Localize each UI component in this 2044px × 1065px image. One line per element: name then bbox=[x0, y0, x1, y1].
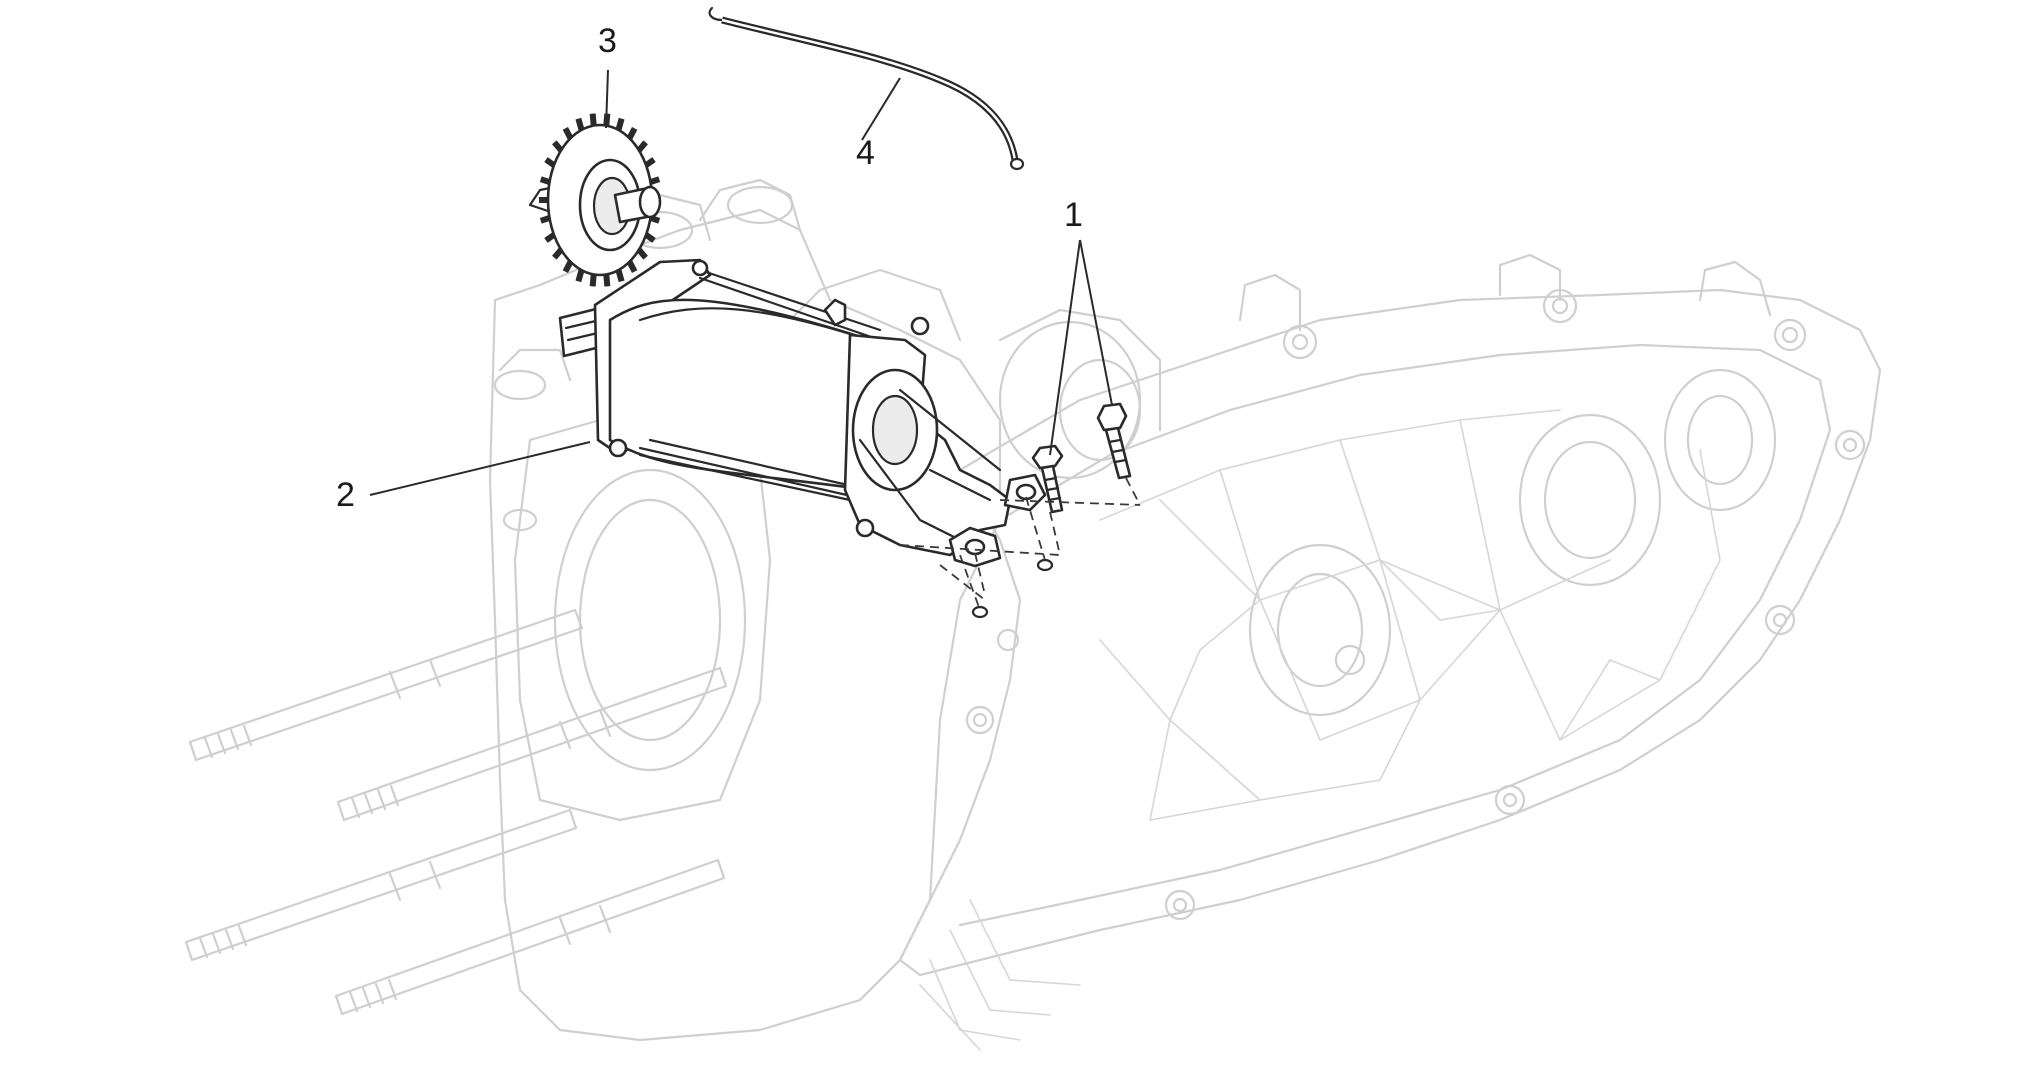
callout-leaders bbox=[369, 69, 1113, 496]
fixing-screws bbox=[1031, 402, 1132, 514]
callout-2: 2 bbox=[336, 476, 355, 514]
gear-tooth bbox=[644, 232, 656, 243]
gear-tooth bbox=[644, 157, 656, 168]
callout-1: 1 bbox=[1064, 196, 1083, 234]
gear-tooth bbox=[626, 260, 638, 273]
callout-3: 3 bbox=[598, 22, 617, 60]
gear-tooth bbox=[544, 157, 556, 168]
starter-cable bbox=[708, 6, 1025, 171]
gear-tooth bbox=[626, 127, 638, 140]
callout-4: 4 bbox=[856, 134, 875, 172]
gear-tooth bbox=[539, 215, 551, 224]
gear-tooth bbox=[589, 274, 597, 287]
gear-tooth bbox=[552, 140, 564, 153]
crankcase-housing bbox=[488, 178, 1882, 1051]
starter-motor bbox=[558, 258, 1047, 568]
gear-tooth bbox=[649, 215, 661, 224]
gear-tooth bbox=[575, 269, 585, 283]
gear-tooth bbox=[552, 247, 564, 260]
gear-tooth bbox=[649, 176, 661, 185]
gear-tooth bbox=[589, 113, 597, 126]
cylinder-studs bbox=[184, 608, 728, 1016]
assembly-alignment-lines bbox=[899, 477, 1141, 619]
gear-tooth bbox=[562, 260, 574, 273]
starter-idler-gear bbox=[528, 113, 662, 287]
gear-tooth bbox=[636, 140, 648, 153]
gear-tooth bbox=[615, 269, 625, 283]
gear-tooth bbox=[636, 247, 648, 260]
gear-tooth bbox=[615, 117, 625, 131]
gear-tooth bbox=[544, 232, 556, 243]
gear-tooth bbox=[562, 127, 574, 140]
gear-tooth bbox=[575, 117, 585, 131]
gear-tooth bbox=[603, 274, 611, 287]
gear-tooth bbox=[539, 176, 551, 185]
